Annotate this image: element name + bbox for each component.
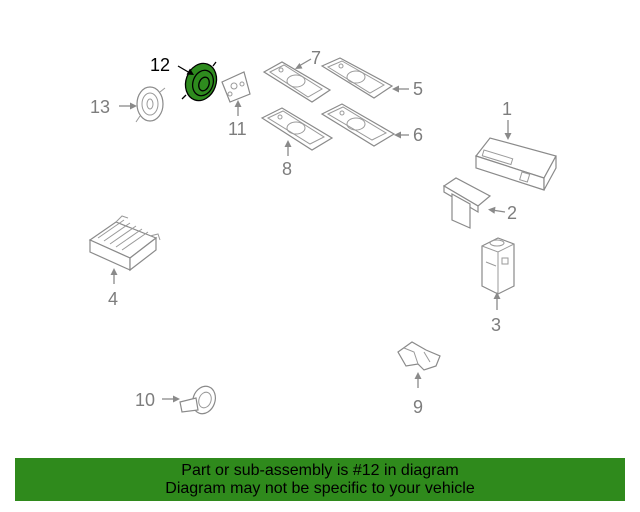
part-7-trim-panel[interactable]	[262, 61, 332, 103]
part-12-tweeter[interactable]	[180, 59, 221, 105]
callout-1: 1	[502, 99, 512, 140]
callout-number-8: 8	[282, 159, 292, 179]
callout-7: 7	[295, 48, 321, 69]
callout-number-2: 2	[507, 203, 517, 223]
callout-8: 8	[282, 140, 292, 179]
part-10-connector[interactable]	[179, 383, 219, 417]
callout-3: 3	[491, 292, 501, 335]
callout-number-6: 6	[413, 125, 423, 145]
callout-number-12: 12	[150, 55, 170, 75]
part-13-speaker[interactable]	[135, 86, 166, 123]
part-5-trim-panel[interactable]	[320, 57, 394, 99]
callout-6: 6	[394, 125, 423, 145]
callout-4: 4	[108, 268, 118, 309]
callout-number-10: 10	[135, 390, 155, 410]
callout-number-11: 11	[228, 119, 247, 139]
callout-number-4: 4	[108, 289, 118, 309]
part-11-bracket[interactable]	[221, 71, 251, 103]
callout-5: 5	[392, 79, 423, 99]
callout-number-1: 1	[502, 99, 512, 119]
info-banner: Part or sub-assembly is #12 in diagram D…	[15, 458, 625, 501]
callout-13: 13	[90, 97, 137, 117]
callout-number-13: 13	[90, 97, 110, 117]
callout-11: 11	[228, 100, 247, 139]
callout-9: 9	[413, 372, 423, 417]
part-2-module[interactable]	[442, 177, 492, 229]
part-9-bracket[interactable]	[397, 341, 441, 371]
callout-number-5: 5	[413, 79, 423, 99]
callout-number-3: 3	[491, 315, 501, 335]
callout-number-9: 9	[413, 397, 423, 417]
part-8-trim-panel[interactable]	[260, 107, 334, 151]
part-6-trim-panel[interactable]	[320, 103, 396, 147]
banner-line-1: Part or sub-assembly is #12 in diagram	[181, 461, 459, 479]
part-3-box[interactable]	[481, 237, 515, 295]
callout-2: 2	[488, 203, 517, 223]
callout-number-7: 7	[311, 48, 321, 68]
callout-10: 10	[135, 390, 180, 410]
callout-12: 12	[150, 55, 194, 75]
part-4-finned-module[interactable]	[88, 215, 161, 272]
part-1-amplifier[interactable]	[475, 137, 557, 191]
banner-line-2: Diagram may not be specific to your vehi…	[165, 479, 475, 497]
